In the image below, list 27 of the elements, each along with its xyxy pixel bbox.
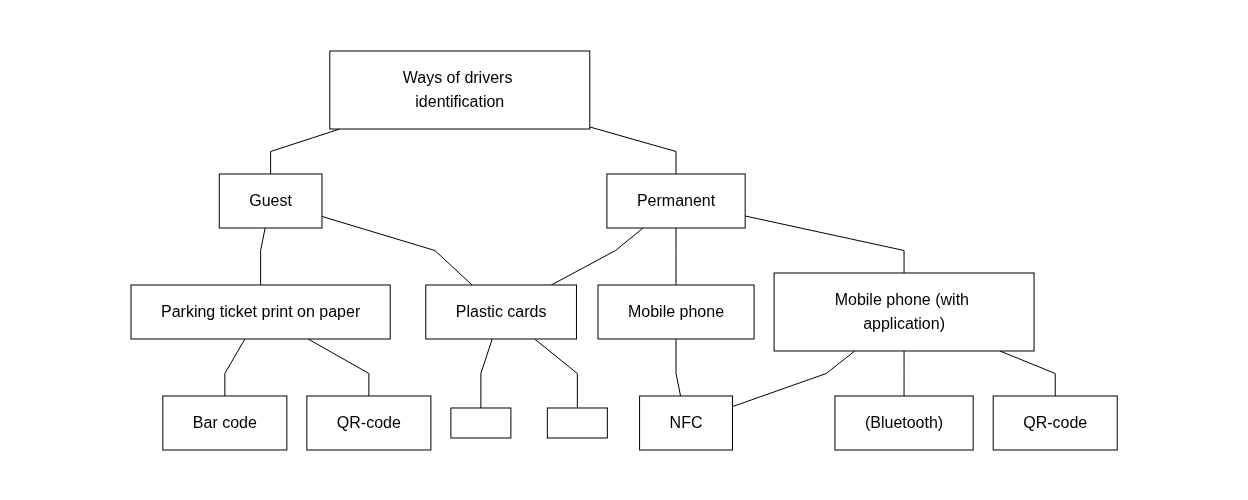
connector bbox=[321, 215, 473, 285]
node-box: Ways of drivers identification bbox=[329, 50, 591, 129]
node-box: QR-code bbox=[992, 395, 1118, 450]
connector bbox=[999, 350, 1056, 396]
connector bbox=[589, 125, 677, 174]
node-box: Mobile phone bbox=[597, 284, 755, 339]
connector bbox=[480, 338, 493, 408]
connector bbox=[675, 227, 677, 285]
connector bbox=[903, 350, 905, 396]
connector bbox=[307, 338, 370, 396]
node-box: Permanent bbox=[606, 173, 746, 228]
node-box: Plastic cards bbox=[425, 284, 577, 339]
node-box bbox=[450, 407, 512, 438]
node-box: QR-code bbox=[306, 395, 432, 450]
node-box: Mobile phone (with application) bbox=[773, 272, 1035, 351]
node-box: Bar code bbox=[162, 395, 288, 450]
node-box bbox=[546, 407, 608, 438]
connector bbox=[533, 338, 578, 408]
node-box: Parking ticket print on paper bbox=[130, 284, 391, 339]
connector bbox=[675, 338, 681, 396]
node-box: NFC bbox=[638, 395, 733, 450]
connector bbox=[731, 350, 856, 407]
node-box: (Bluetooth) bbox=[834, 395, 974, 450]
connector bbox=[224, 338, 246, 396]
connector bbox=[744, 215, 905, 273]
node-box: Guest bbox=[218, 173, 323, 228]
connector bbox=[260, 227, 266, 285]
